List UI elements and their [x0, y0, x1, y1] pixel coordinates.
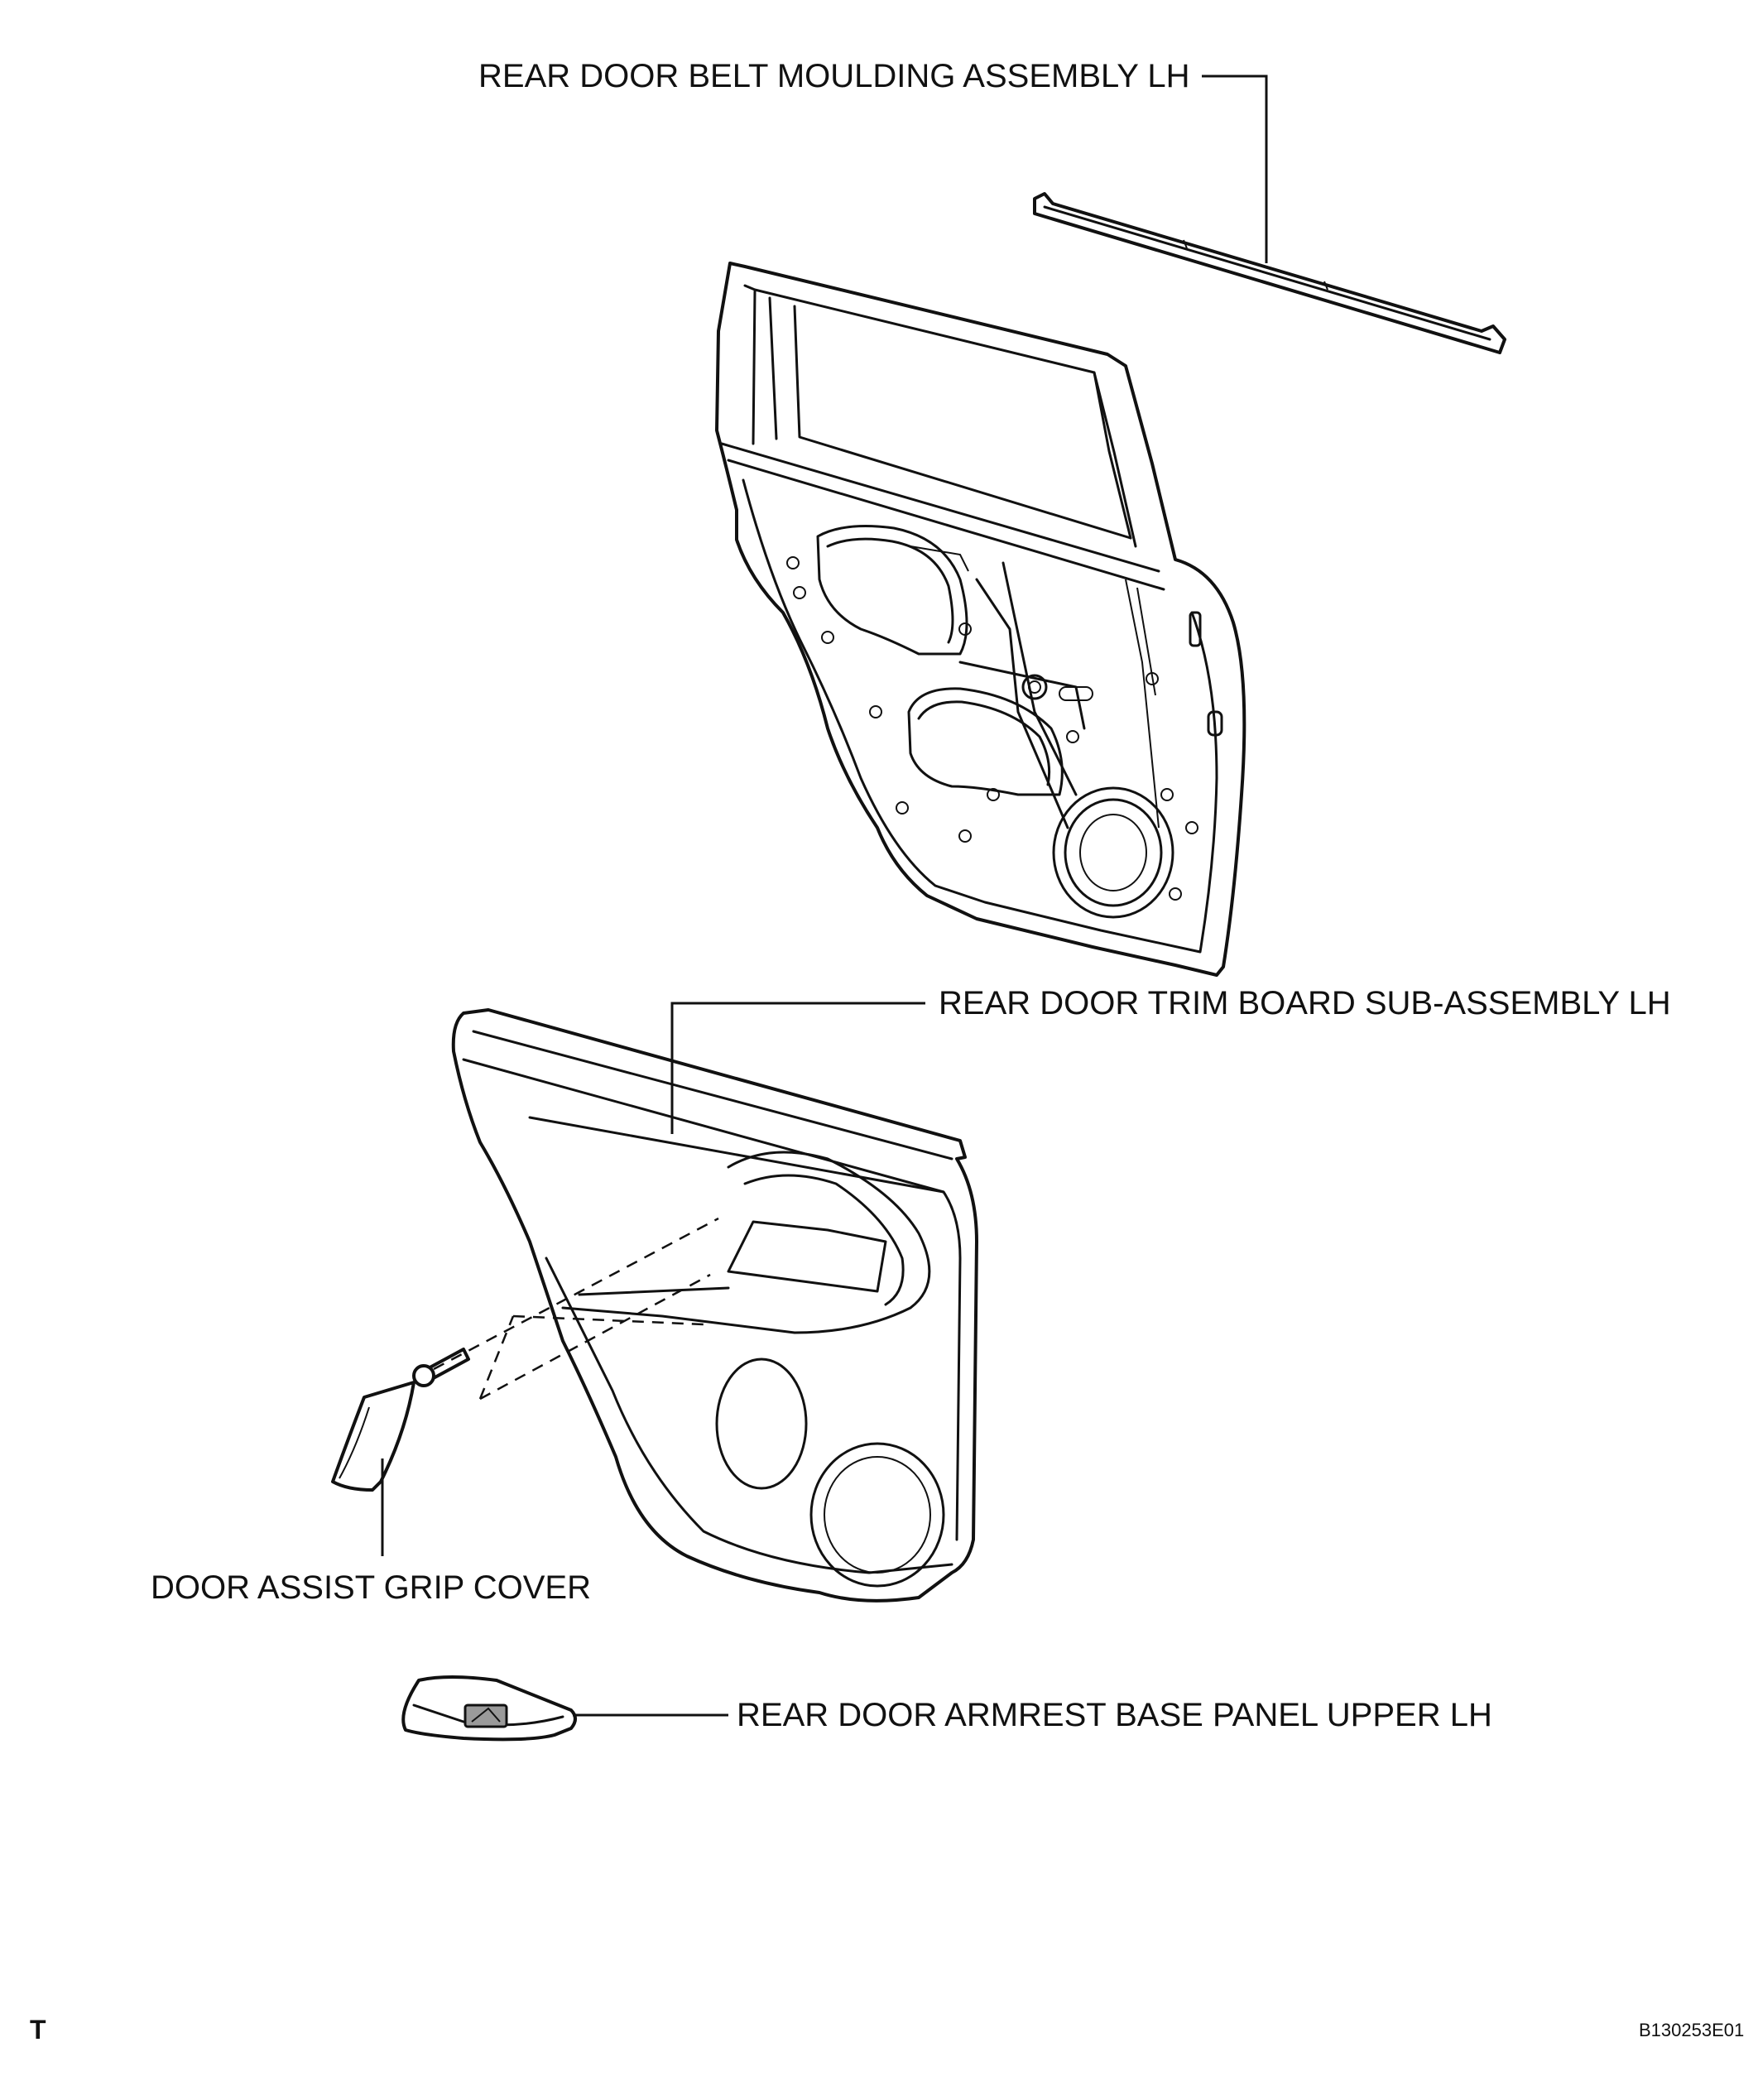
corner-mark: T [30, 2015, 46, 2045]
belt-moulding-part [1033, 192, 1506, 354]
label-grip-cover: DOOR ASSIST GRIP COVER [151, 1569, 591, 1606]
label-belt-moulding: REAR DOOR BELT MOULDING ASSEMBLY LH [478, 58, 1190, 94]
screw-part [412, 1217, 719, 1401]
figure-code: B130253E01 [1639, 2020, 1745, 2040]
leader-lines [381, 74, 1268, 1717]
label-trim-board: REAR DOOR TRIM BOARD SUB-ASSEMBLY LH [939, 985, 1671, 1021]
armrest-panel-part [401, 1675, 577, 1742]
trim-board-part [451, 1008, 978, 1603]
label-armrest-panel: REAR DOOR ARMREST BASE PANEL UPPER LH [737, 1697, 1492, 1733]
grip-cover-part [331, 1381, 415, 1492]
door-panel-part [715, 262, 1246, 977]
